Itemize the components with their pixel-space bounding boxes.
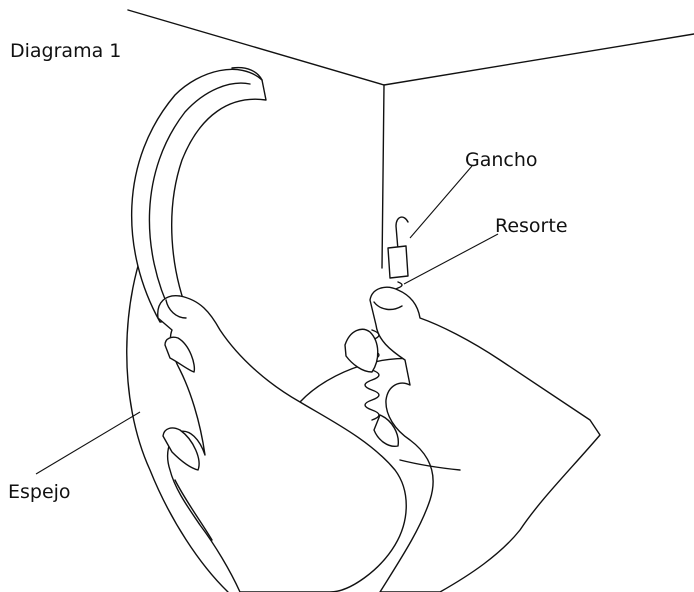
wall-corner-line	[382, 85, 384, 268]
frame-outer	[132, 69, 266, 322]
ceiling-left-line	[128, 10, 384, 85]
mirror-label: Espejo	[8, 481, 71, 503]
hook-base	[388, 246, 408, 278]
hook-wire	[396, 217, 408, 250]
mirror-frame	[132, 68, 266, 322]
diagram-title: Diagrama 1	[10, 40, 121, 62]
right-finger-upper	[345, 329, 378, 372]
hook-label: Gancho	[465, 149, 538, 171]
mirror-leader-line	[36, 412, 140, 474]
right-hand-main	[370, 287, 600, 592]
room-corner	[128, 10, 694, 268]
hook	[388, 217, 408, 278]
ceiling-right-line	[384, 34, 694, 85]
spring-leader-line	[404, 234, 498, 284]
spring-label: Resorte	[495, 215, 568, 237]
hook-leader-line	[410, 166, 472, 238]
